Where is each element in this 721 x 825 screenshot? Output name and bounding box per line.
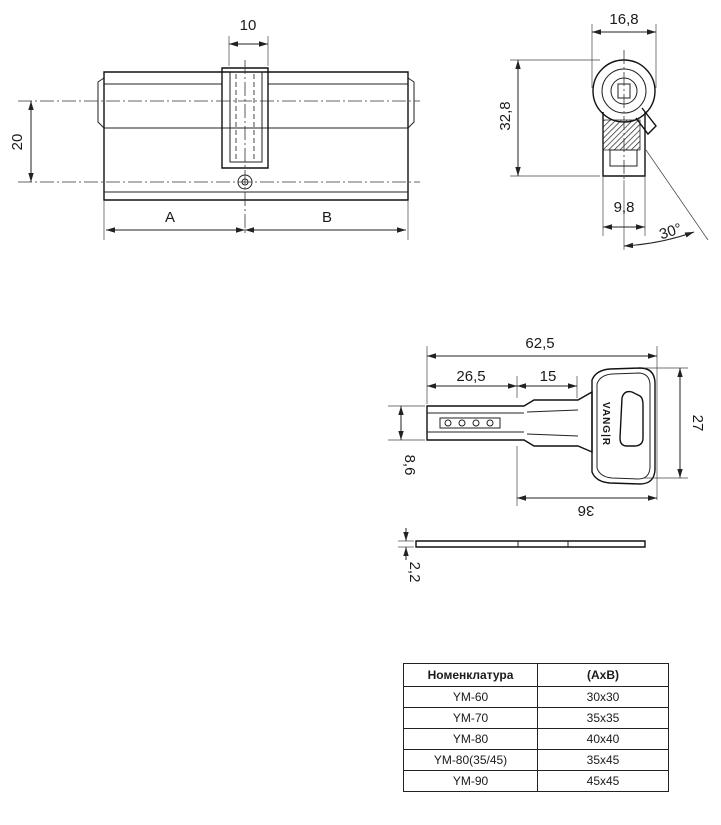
- table-header-row: Номенклатура (AxB): [403, 663, 669, 687]
- table-row: YM-60 30x30: [403, 686, 669, 708]
- profile-bottom-label: 9,8: [614, 199, 635, 216]
- key-thickness-view: [398, 528, 646, 560]
- table-row: YM-80 40x40: [403, 728, 669, 750]
- cylinder-profile-view: [510, 24, 709, 250]
- key-brand-logo: VANG|R: [600, 402, 611, 446]
- profile-width-label: 16,8: [609, 11, 638, 28]
- table-row: YM-70 35x35: [403, 707, 669, 729]
- key-blade-length-label: 26,5: [456, 368, 485, 385]
- profile-height-label: 32,8: [497, 101, 514, 130]
- size-cell: 35x35: [537, 707, 669, 729]
- size-cell: 35x45: [537, 749, 669, 771]
- size-spec-table: Номенклатура (AxB) YM-60 30x30 YM-70 35x…: [403, 663, 669, 792]
- cylinder-side-view: [18, 36, 420, 240]
- cylinder-height-label: 20: [9, 134, 26, 151]
- size-cell: 45x45: [537, 770, 669, 792]
- model-cell: YM-80: [403, 728, 538, 750]
- length-a-label: A: [165, 209, 175, 226]
- table-row: YM-90 45x45: [403, 770, 669, 792]
- key-head-height-label: 27: [689, 415, 706, 432]
- model-cell: YM-70: [403, 707, 538, 729]
- header-axb: (AxB): [537, 663, 669, 687]
- header-nomenclature: Номенклатура: [403, 663, 538, 687]
- profile-angle-label: 30°: [657, 220, 684, 243]
- model-cell: YM-90: [403, 770, 538, 792]
- key-shoulder-length-label: 15: [540, 368, 557, 385]
- key-total-length-label: 62,5: [525, 335, 554, 352]
- key-head-length-label: 36: [578, 502, 595, 519]
- length-b-label: B: [322, 209, 332, 226]
- key-view: [388, 346, 688, 506]
- key-blade-height-label: 8,6: [401, 455, 418, 476]
- table-row: YM-80(35/45) 35x45: [403, 749, 669, 771]
- cam-width-label: 10: [240, 17, 257, 34]
- model-cell: YM-80(35/45): [403, 749, 538, 771]
- size-cell: 30x30: [537, 686, 669, 708]
- key-thickness-label: 2,2: [406, 562, 423, 583]
- model-cell: YM-60: [403, 686, 538, 708]
- size-cell: 40x40: [537, 728, 669, 750]
